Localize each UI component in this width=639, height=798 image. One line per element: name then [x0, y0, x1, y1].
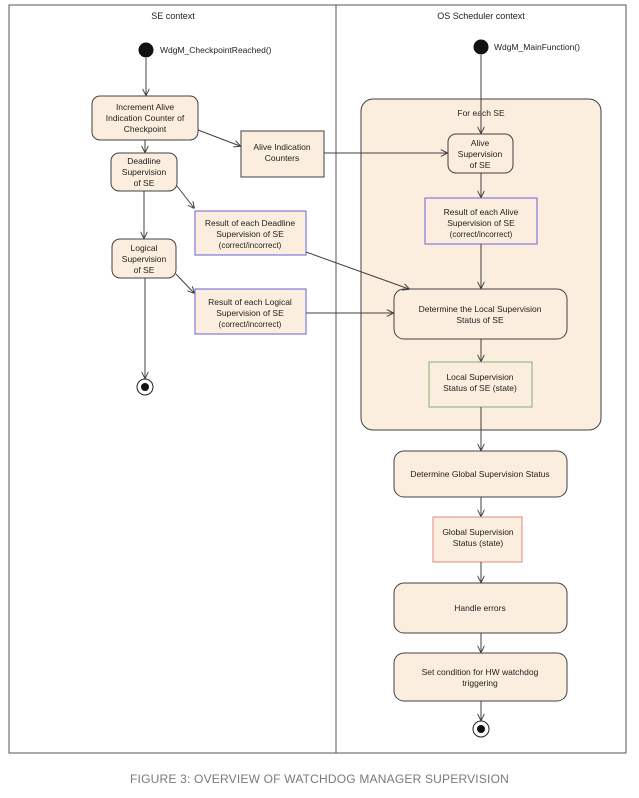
- alive-result-line-3: (correct/incorrect): [450, 230, 513, 239]
- logical-result-line-2: Supervision of SE: [216, 308, 284, 318]
- alive-result-line-1: Result of each Alive: [444, 207, 519, 217]
- local-status-line-1: Local Supervision: [446, 372, 513, 382]
- deadline-result-object: [194, 210, 307, 256]
- left-start-label: WdgM_CheckpointReached(): [160, 45, 272, 55]
- alive-result-line-2: Supervision of SE: [447, 218, 515, 228]
- logical-line-3: of SE: [134, 265, 155, 275]
- local-status-object: [428, 361, 533, 408]
- lane-title-se-context: SE context: [151, 11, 195, 21]
- logical-result-line-3: (correct/incorrect): [219, 320, 282, 329]
- lane-title-os-scheduler: OS Scheduler context: [437, 11, 525, 21]
- increment-alive-line-2: Indication Counter of: [106, 113, 185, 123]
- logical-result-object: [194, 288, 307, 335]
- logical-line-2: Supervision: [122, 254, 167, 264]
- global-status-object: [432, 516, 523, 563]
- logical-line-1: Logical: [131, 243, 158, 253]
- edge-deadline-result-to-local: [305, 251, 409, 289]
- determine-global-label: Determine Global Supervision Status: [410, 469, 549, 479]
- deadline-result-line-2: Supervision of SE: [216, 229, 284, 239]
- set-condition-line-1: Set condition for HW watchdog: [422, 667, 539, 677]
- alive-counters-line-2: Counters: [265, 153, 300, 163]
- left-end-node: [136, 378, 154, 396]
- determine-local-line-1: Determine the Local Supervision: [419, 304, 542, 314]
- alive-supervision-line-3: of SE: [470, 160, 491, 170]
- logical-supervision-action: [111, 238, 177, 279]
- edge-logical-to-result: [175, 273, 194, 293]
- alive-counters-line-1: Alive Indication: [253, 142, 310, 152]
- alive-counters-object: [240, 130, 325, 178]
- increment-alive-line-1: Increment Alive: [116, 102, 174, 112]
- left-start-node: [138, 42, 154, 58]
- edge-deadline-to-result: [176, 185, 194, 208]
- figure-caption: FIGURE 3: OVERVIEW OF WATCHDOG MANAGER S…: [130, 772, 509, 786]
- alive-supervision-line-2: Supervision: [458, 149, 503, 159]
- handle-errors-label: Handle errors: [454, 603, 506, 613]
- determine-local-action: [393, 288, 568, 340]
- deadline-line-3: of SE: [134, 178, 155, 188]
- right-end-node: [472, 720, 490, 738]
- edge-increment-to-counters: [197, 129, 240, 146]
- deadline-result-line-1: Result of each Deadline: [205, 218, 296, 228]
- increment-alive-line-3: Checkpoint: [124, 124, 167, 134]
- global-status-line-2: Status (state): [453, 538, 504, 548]
- deadline-result-line-3: (correct/incorrect): [219, 241, 282, 250]
- determine-local-line-2: Status of SE: [456, 315, 504, 325]
- alive-supervision-line-1: Alive: [471, 138, 490, 148]
- alive-result-object: [424, 197, 538, 245]
- logical-result-line-1: Result of each Logical: [208, 297, 292, 307]
- set-condition-line-2: triggering: [462, 678, 498, 688]
- deadline-line-1: Deadline: [127, 156, 161, 166]
- global-status-line-1: Global Supervision: [442, 527, 514, 537]
- watchdog-diagram: SE context OS Scheduler context For each…: [8, 4, 627, 754]
- deadline-line-2: Supervision: [122, 167, 167, 177]
- right-start-label: WdgM_MainFunction(): [494, 42, 580, 52]
- right-start-node: [473, 39, 489, 55]
- local-status-line-2: Status of SE (state): [443, 383, 517, 393]
- set-condition-action: [393, 652, 568, 702]
